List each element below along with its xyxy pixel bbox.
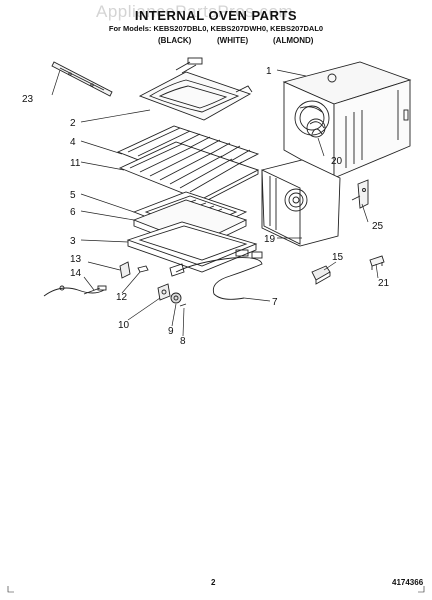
color-label-black: (BLACK) (158, 36, 192, 45)
callout-14: 14 (70, 268, 82, 279)
callout-labels: 1 2 3 4 5 6 7 8 9 10 11 12 13 14 15 19 2… (22, 66, 390, 347)
model-numbers: For Models: KEBS207DBL0, KEBS207DWH0, KE… (108, 24, 324, 33)
thermal-cutoff (157, 283, 171, 301)
convection-fan-cover (261, 159, 341, 247)
leader-lines (51, 69, 379, 337)
thermal-clip (170, 292, 182, 304)
callout-3: 3 (70, 236, 76, 247)
callout-23: 23 (22, 94, 34, 105)
convection-fan-blade (306, 118, 326, 138)
rack-support-rail (51, 61, 113, 97)
mounting-bracket (351, 179, 369, 209)
crop-marks (7, 586, 425, 593)
door-switch (311, 265, 331, 285)
callout-15: 15 (332, 252, 344, 263)
callout-5: 5 (70, 190, 76, 201)
sensor-screw (137, 265, 149, 273)
callout-4: 4 (70, 137, 76, 148)
oven-bottom-panel (126, 221, 258, 273)
color-label-almond: (ALMOND) (273, 36, 314, 45)
switch-bracket (369, 255, 385, 270)
callout-13: 13 (70, 254, 82, 265)
callout-7: 7 (272, 297, 278, 308)
wire-harness (169, 249, 263, 300)
callout-9: 9 (168, 326, 174, 337)
temperature-sensor (43, 285, 107, 297)
callout-6: 6 (70, 207, 76, 218)
callout-11: 11 (70, 158, 81, 169)
watermark: AppliancePartsPros.com (96, 2, 294, 21)
callout-8: 8 (180, 336, 186, 347)
color-label-white: (WHITE) (217, 36, 249, 45)
callout-2: 2 (70, 118, 76, 129)
oven-cavity (282, 61, 412, 179)
document-number: 4174366 (392, 578, 424, 587)
page-title: INTERNAL OVEN PARTS (134, 8, 298, 23)
page-number: 2 (211, 578, 216, 587)
callout-19: 19 (264, 234, 276, 245)
sensor-clip (119, 261, 131, 279)
callout-1: 1 (266, 66, 272, 77)
thermal-screw (179, 303, 187, 307)
bake-element (138, 57, 253, 121)
callout-10: 10 (118, 320, 130, 331)
callout-21: 21 (378, 278, 390, 289)
callout-12: 12 (116, 292, 128, 303)
callout-20: 20 (331, 156, 343, 167)
callout-25: 25 (372, 221, 384, 232)
